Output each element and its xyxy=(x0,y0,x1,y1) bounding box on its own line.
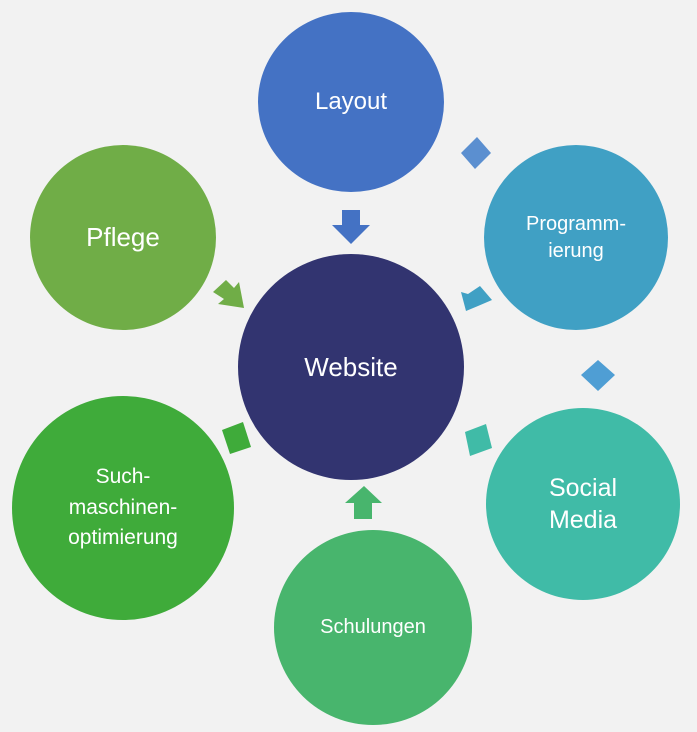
arrow-pflege-to-website xyxy=(213,280,244,308)
node-pflege-label: Pflege xyxy=(86,222,160,252)
arrow-programmierung-to-website xyxy=(461,286,492,311)
node-schulungen: Schulungen xyxy=(274,530,472,725)
center-node-website-label: Website xyxy=(304,351,398,382)
diamond-layout-programmierung xyxy=(461,137,491,169)
arrow-layout-to-website xyxy=(332,210,370,244)
node-layout: Layout xyxy=(258,12,444,192)
node-social-media: Social Media xyxy=(486,408,680,600)
node-schulungen-label: Schulungen xyxy=(320,616,426,638)
node-layout-label: Layout xyxy=(314,88,388,115)
node-suchmaschinenoptimierung-label: Such- maschinen- optimierung xyxy=(68,465,178,550)
connector-social-to-website xyxy=(465,424,492,456)
node-suchmaschinenoptimierung: Such- maschinen- optimierung xyxy=(12,396,234,620)
node-programmierung-label: Programm- ierung xyxy=(525,212,626,262)
node-programmierung: Programm- ierung xyxy=(484,145,668,330)
node-pflege: Pflege xyxy=(30,145,216,330)
connector-suchmaschinen-to-website xyxy=(222,422,251,454)
node-social-media-label: Social Media xyxy=(548,473,618,535)
diamond-programmierung-social xyxy=(581,360,615,391)
center-node-website: Website xyxy=(238,254,464,480)
arrow-schulungen-to-website xyxy=(345,486,382,519)
